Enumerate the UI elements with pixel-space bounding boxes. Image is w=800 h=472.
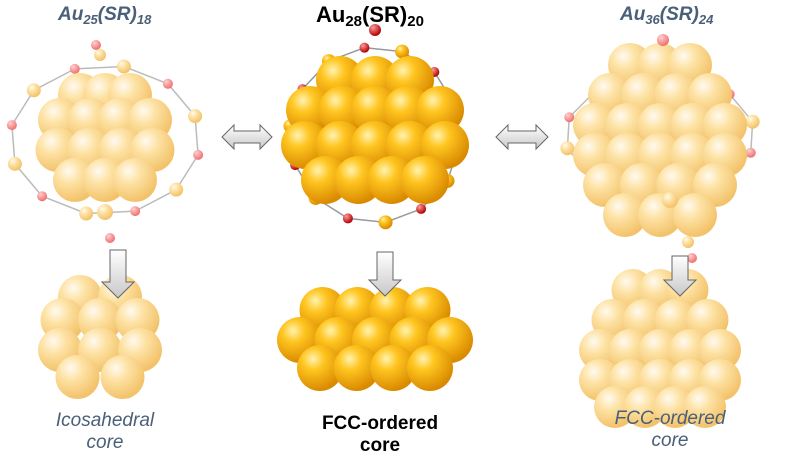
staple-gold-atom xyxy=(7,156,22,171)
sulfur-atom xyxy=(416,203,427,214)
gold-atom xyxy=(333,345,380,391)
staple-gold-atom xyxy=(79,206,94,221)
gold-atom xyxy=(603,193,647,237)
sulfur-atom xyxy=(162,78,173,89)
bond xyxy=(134,188,177,212)
sulfur-atom xyxy=(687,253,697,263)
gold-atom xyxy=(699,329,741,371)
bond xyxy=(167,83,196,117)
bond xyxy=(14,163,43,197)
gold-atom xyxy=(407,345,453,391)
gold-atom xyxy=(624,386,666,428)
staple-gold-atom xyxy=(26,83,41,98)
staple-gold-atom xyxy=(169,182,184,197)
gold-atom xyxy=(421,121,469,169)
down-arrow-icon xyxy=(662,255,698,297)
gold-atom xyxy=(55,355,100,399)
gold-atom xyxy=(281,121,329,169)
sulfur-atom xyxy=(105,233,115,243)
sulfur-atom xyxy=(130,206,141,217)
gold-atom xyxy=(100,355,145,399)
staple-gold-atom xyxy=(116,59,131,74)
double-arrow-icon xyxy=(495,123,549,151)
title-au36: Au36(SR)24 xyxy=(620,4,714,27)
bond xyxy=(74,65,124,70)
staple-gold-atom xyxy=(745,114,760,129)
staple-gold-atom xyxy=(395,44,410,59)
staple-gold-atom xyxy=(378,215,393,230)
sulfur-atom xyxy=(37,191,48,202)
bond xyxy=(33,68,76,92)
bond xyxy=(123,65,169,85)
sulfur-atom xyxy=(657,34,669,46)
staple-gold-atom xyxy=(97,204,113,220)
sulfur-atom xyxy=(369,24,381,36)
gold-atom xyxy=(639,329,681,371)
down-arrow-icon xyxy=(100,249,136,299)
staple-gold-atom xyxy=(682,236,694,248)
sulfur-atom xyxy=(6,120,17,131)
staple-gold-atom xyxy=(560,141,575,156)
sulfur-atom xyxy=(745,147,756,158)
gold-atom xyxy=(654,386,696,428)
gold-atom xyxy=(609,329,651,371)
staple-gold-atom xyxy=(94,49,106,61)
gold-atom xyxy=(684,386,726,428)
gold-atom xyxy=(367,156,416,204)
sulfur-atom xyxy=(91,40,101,50)
gold-atom xyxy=(297,345,343,391)
gold-atom xyxy=(401,156,449,204)
sulfur-atom xyxy=(342,213,353,224)
staple-gold-atom xyxy=(188,109,203,124)
sulfur-atom xyxy=(564,112,575,123)
gold-atom xyxy=(334,156,383,204)
gold-atom xyxy=(113,158,157,202)
bond xyxy=(41,195,87,215)
gold-atom xyxy=(579,329,621,371)
gold-atom xyxy=(594,386,636,428)
gold-atom xyxy=(673,193,717,237)
title-au25: Au25(SR)18 xyxy=(58,4,152,27)
gold-atom xyxy=(370,345,417,391)
sulfur-atom xyxy=(193,149,204,160)
staple-gold-atom xyxy=(662,192,678,208)
gold-atom xyxy=(669,329,711,371)
sulfur-atom xyxy=(359,42,370,53)
gold-atom xyxy=(416,86,464,134)
gold-atom xyxy=(301,156,349,204)
double-arrow-icon xyxy=(221,123,273,151)
title-au28: Au28(SR)20 xyxy=(316,2,424,30)
sulfur-atom xyxy=(69,63,80,74)
down-arrow-icon xyxy=(367,251,403,297)
